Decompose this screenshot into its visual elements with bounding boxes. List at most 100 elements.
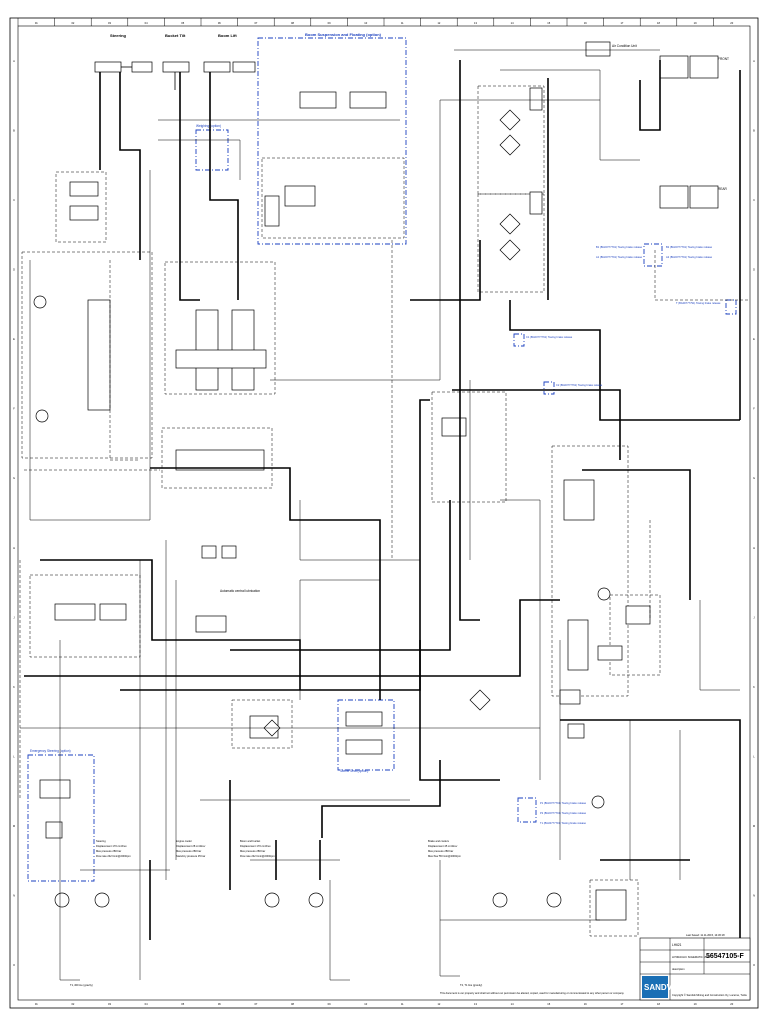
copyright: Copyright © Sandvik Mining and Construct…	[672, 993, 748, 997]
column-label-top: 09	[328, 21, 331, 25]
column-label-bottom: 05	[181, 1002, 184, 1006]
row-label-right: J	[753, 615, 755, 619]
brake-release-c2: C2 (BG00777791) Towing brake release	[556, 383, 603, 387]
column-label-top: 20	[730, 21, 733, 25]
column-label-top: 17	[620, 21, 623, 25]
column-label-bottom: 17	[620, 1002, 623, 1006]
column-label-bottom: 16	[584, 1002, 587, 1006]
note-boom-2: Max pressure 280 bar	[240, 849, 265, 853]
brake-release-a1: A1 (BG00777791) Towing brake release	[596, 255, 643, 259]
row-label-right: D	[753, 268, 755, 272]
column-label-top: 16	[584, 21, 587, 25]
column-label-top: 13	[474, 21, 477, 25]
brake-release-t: T (BG00777791) Towing brake release	[676, 301, 721, 305]
column-label-bottom: 04	[145, 1002, 148, 1006]
note-engine-0: Engine cooler	[176, 839, 192, 843]
tank-right-label: T2, T1 line (gravity)	[460, 983, 482, 987]
column-label-bottom: 06	[218, 1002, 221, 1006]
row-label-left: C	[13, 198, 15, 202]
column-label-bottom: 19	[694, 1002, 697, 1006]
disclaimer: This document is our property and shall …	[440, 991, 624, 995]
drawing-description: description	[672, 967, 685, 971]
brake-release-b2: B2 (BG00777791) Towing brake release	[666, 245, 713, 249]
row-label-left: D	[13, 268, 15, 272]
note-boom-1: Displacement 170 cm3/rev	[240, 844, 271, 848]
row-label-right: E	[753, 337, 755, 341]
column-label-top: 05	[181, 21, 184, 25]
column-label-top: 02	[71, 21, 74, 25]
brake-release-b1: B1 (BG00777791) Towing brake release	[596, 245, 643, 249]
rear-label: REAR	[718, 187, 728, 191]
brake-release-t1: T1 (BG00777791) Towing brake release	[540, 821, 587, 825]
tank-labels: T1, Ø2 line (gravity) T2, T1 line (gravi…	[70, 983, 482, 987]
column-label-bottom: 15	[547, 1002, 550, 1006]
drawing-number: 56547105-F	[706, 953, 744, 960]
row-label-left: G	[13, 476, 15, 480]
front-label: FRONT	[718, 57, 729, 61]
column-label-top: 04	[145, 21, 148, 25]
sandvik-logo	[642, 976, 668, 998]
automatic-lubrication-label: Automatic central lubrication	[220, 589, 260, 593]
column-label-bottom: 01	[35, 1002, 38, 1006]
pressure-lines	[24, 60, 741, 940]
brake-release-labels: B1 (BG00777791) Towing brake release A1 …	[526, 245, 721, 825]
column-label-top: 11	[401, 21, 404, 25]
brake-release-p2: P2 (BG00777791) Towing brake release	[540, 811, 587, 815]
column-label-top: 07	[254, 21, 257, 25]
column-label-bottom: 12	[437, 1002, 440, 1006]
note-engine-2: Max pressure 280 bar	[176, 849, 201, 853]
note-steering-0: Steering	[96, 839, 106, 843]
drawing-title: HYDRAULIC SCHEMATIC 15/21	[672, 955, 711, 959]
column-label-bottom: 13	[474, 1002, 477, 1006]
boom-lift-label: Boom Lift	[218, 33, 237, 38]
row-label-right: O	[753, 963, 755, 967]
swivel-seat-label: Swivel Seat (option)	[340, 769, 368, 773]
note-engine-1: Displacement 28 cm3/rev	[176, 844, 206, 848]
row-label-left: M	[13, 824, 15, 828]
column-label-top: 14	[511, 21, 514, 25]
return-lines	[19, 49, 750, 981]
column-label-bottom: 10	[364, 1002, 367, 1006]
note-brake-0: Brake and coolers	[428, 839, 450, 843]
column-label-bottom: 20	[730, 1002, 733, 1006]
note-boom-3: Flow rate 242 l/min@2000rpm	[240, 854, 275, 858]
row-label-left: L	[13, 755, 15, 759]
column-label-bottom: 08	[291, 1002, 294, 1006]
brake-release-a2: A2 (BG00777791) Towing brake release	[666, 255, 713, 259]
note-steering-2: Max pressure 280 bar	[96, 849, 121, 853]
note-steering-3: Flow rate 242 l/min@2000rpm	[96, 854, 131, 858]
row-label-left: B	[13, 128, 15, 132]
column-label-bottom: 02	[71, 1002, 74, 1006]
brake-release-c1: C1 (BG00777791) Towing brake release	[526, 335, 573, 339]
column-label-top: 01	[35, 21, 38, 25]
row-label-left: F	[13, 407, 15, 411]
column-label-bottom: 18	[657, 1002, 660, 1006]
company-name: SANDVIK	[644, 983, 680, 992]
row-label-left: H	[13, 546, 15, 550]
pumps	[54, 892, 562, 908]
note-brake-2: Max pressure 280 bar	[428, 849, 453, 853]
note-brake-1: Displacement 45 cm3/rev	[428, 844, 458, 848]
row-label-left: E	[13, 337, 15, 341]
coolers-filters	[33, 109, 611, 809]
row-label-right: F	[753, 407, 755, 411]
cylinders	[94, 55, 719, 209]
valve-blocks	[39, 41, 651, 921]
tank-left-label: T1, Ø2 line (gravity)	[70, 983, 93, 987]
column-label-top: 15	[547, 21, 550, 25]
column-label-top: 18	[657, 21, 660, 25]
column-label-bottom: 09	[328, 1002, 331, 1006]
steering-label: Steering	[110, 33, 127, 38]
bucket-tilt-label: Bucket Tilt	[165, 33, 186, 38]
column-label-top: 10	[364, 21, 367, 25]
air-condition-label: Air Condition Unit	[612, 44, 637, 48]
option-frames	[27, 37, 737, 882]
row-label-right: N	[753, 894, 755, 898]
row-label-right: B	[753, 128, 755, 132]
row-label-left: N	[13, 894, 15, 898]
model-number: LH621	[672, 943, 682, 947]
row-label-right: H	[753, 546, 755, 550]
